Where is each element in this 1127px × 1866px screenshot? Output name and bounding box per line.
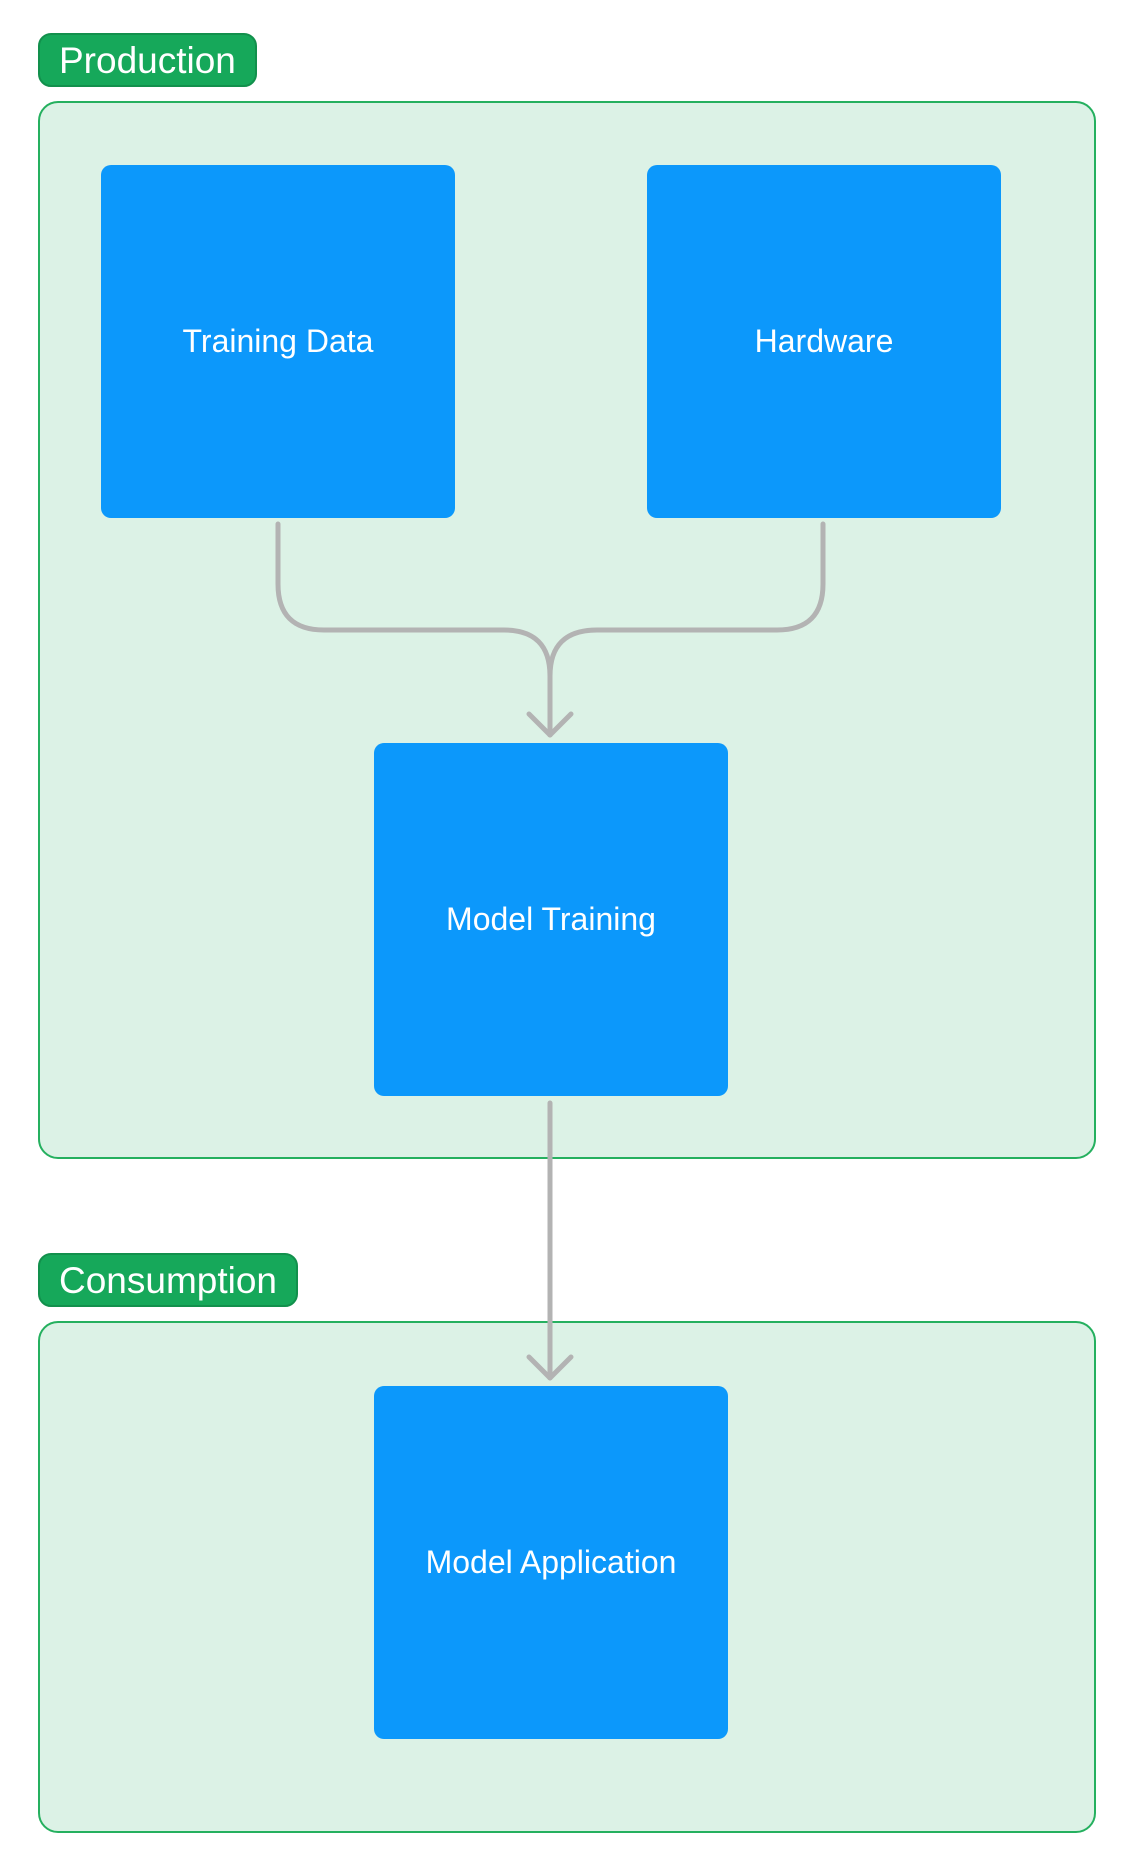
node-model-application[interactable]: Model Application [374,1386,728,1739]
node-training-data[interactable]: Training Data [101,165,455,518]
node-model-training[interactable]: Model Training [374,743,728,1096]
node-hardware[interactable]: Hardware [647,165,1001,518]
production-group-label: Production [38,33,257,87]
node-model-training-label: Model Training [446,901,656,937]
node-model-application-label: Model Application [425,1544,677,1580]
node-hardware-label: Hardware [754,323,894,359]
consumption-group-label: Consumption [38,1253,299,1307]
node-training-data-label: Training Data [182,323,374,359]
